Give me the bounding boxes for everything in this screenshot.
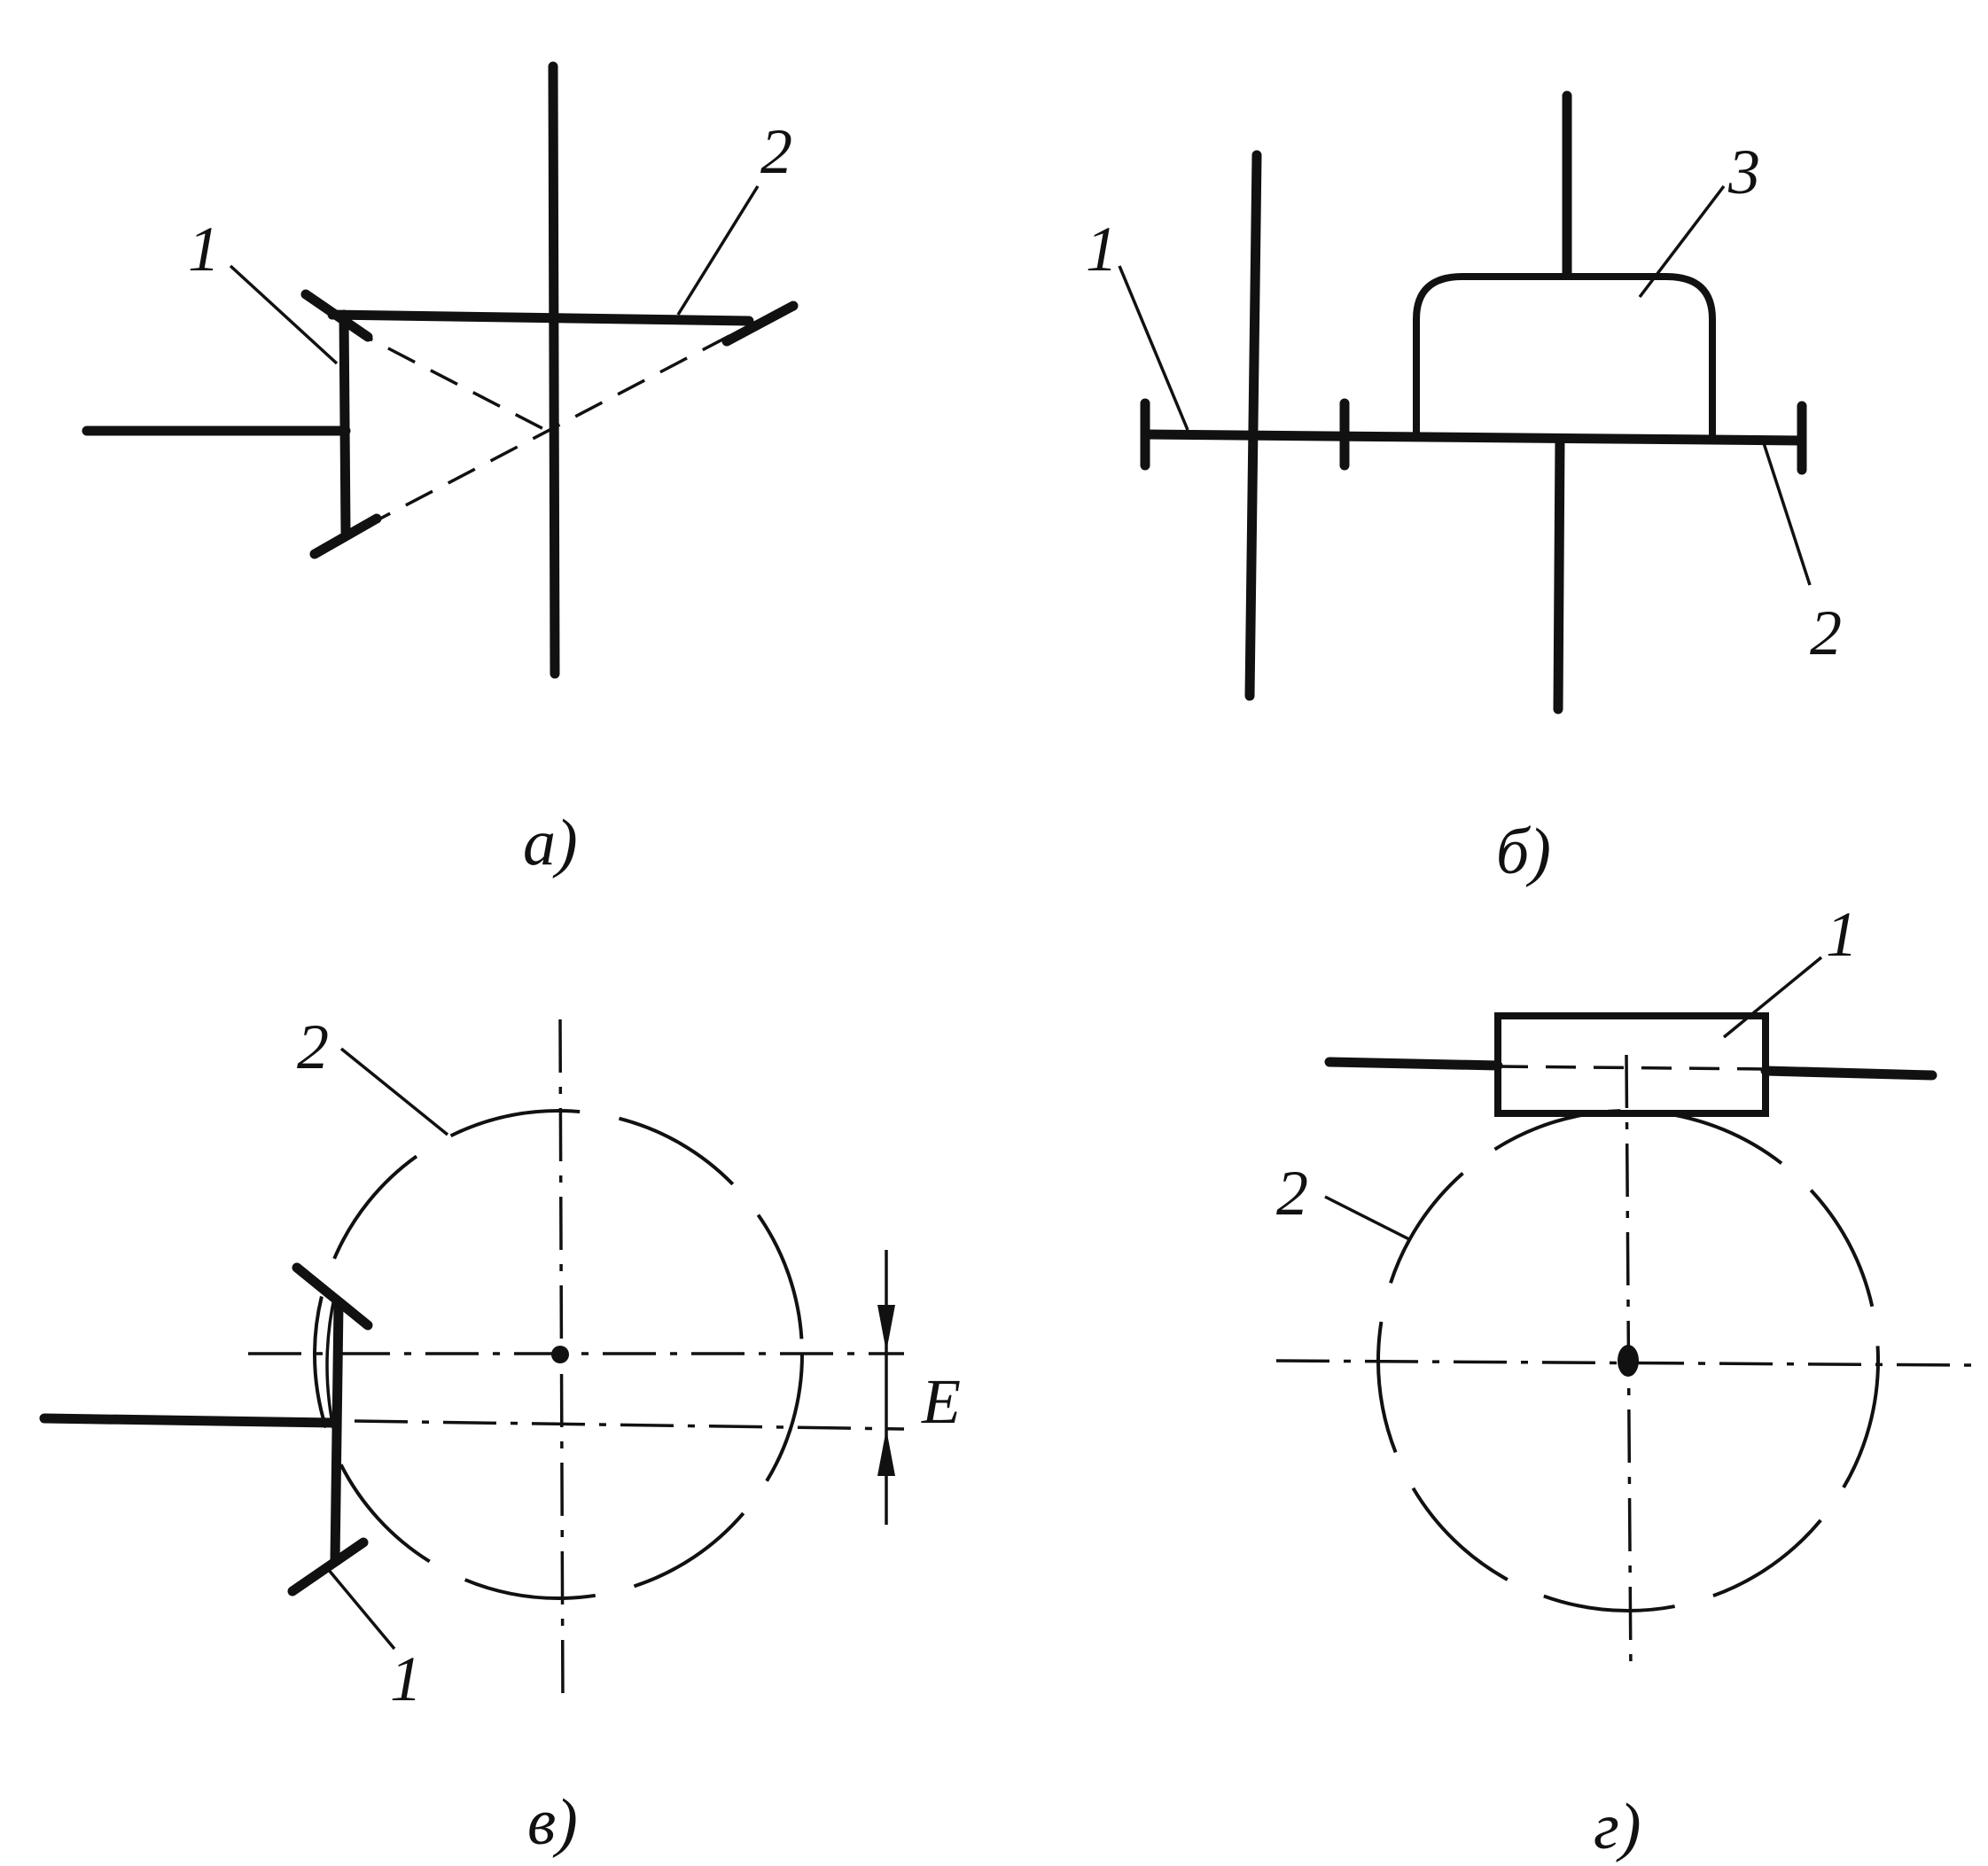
panel-g-caption: г) <box>1594 1791 1641 1863</box>
panel-b-callout-1: 1 <box>1086 214 1118 285</box>
panel-b: 1 2 3 б) <box>1086 90 1842 888</box>
panel-a-caption: а) <box>523 807 578 879</box>
panel-a-left-vertical <box>339 309 351 537</box>
panel-g-leader-1 <box>1722 956 1823 1039</box>
panel-v-center-point <box>551 1346 569 1363</box>
panel-a: 1 2 а) <box>82 61 799 879</box>
panel-b-leader-3 <box>1638 184 1726 299</box>
panel-g-shaft-right <box>1760 1066 1937 1081</box>
panel-v-callout-2: 2 <box>297 1011 329 1082</box>
panel-v: 1 2 E в) <box>39 1011 961 1859</box>
panel-v-rim-curve <box>325 1293 337 1437</box>
panel-v-callout-1: 1 <box>390 1643 422 1714</box>
panel-b-left-vertical-shaft <box>1244 150 1262 701</box>
panel-g-rack-1 <box>1494 1012 1769 1117</box>
panel-b-callout-2: 2 <box>1810 597 1842 668</box>
panel-v-input-shaft <box>39 1413 338 1428</box>
panel-v-dimension-arrow-up <box>877 1429 895 1476</box>
panel-a-callout-1: 1 <box>188 214 220 285</box>
panel-v-dimension-arrow-down <box>877 1305 895 1352</box>
panel-b-right-vertical-shaft-lower <box>1553 433 1565 714</box>
panel-a-callout-2: 2 <box>760 116 792 187</box>
panel-v-vertical-center-line <box>558 1019 565 1703</box>
panel-g: 1 2 г) <box>1275 899 1973 1863</box>
panel-b-horizontal-shaft <box>1140 429 1807 446</box>
panel-v-leader-1 <box>326 1567 396 1651</box>
panel-v-offset-axis-line <box>354 1419 905 1431</box>
panel-a-leader-1 <box>229 264 339 365</box>
panel-b-leader-2 <box>1762 442 1812 586</box>
panel-v-leader-2 <box>339 1047 449 1136</box>
panel-b-housing-3 <box>1413 273 1716 438</box>
panel-g-center-point <box>1618 1345 1639 1377</box>
panel-v-caption: в) <box>527 1786 578 1859</box>
panel-a-top-left-tick <box>300 289 373 342</box>
panel-a-leader-2 <box>676 185 760 316</box>
panel-a-right-tick <box>721 301 799 347</box>
panel-v-top-tick <box>292 1262 373 1331</box>
panel-v-wheel-rim <box>330 1300 344 1565</box>
panel-b-caption: б) <box>1496 816 1551 888</box>
panel-b-leader-1 <box>1118 265 1189 431</box>
panel-g-rack-center-dashed <box>1497 1065 1766 1071</box>
panel-v-dimension-label: E <box>921 1366 961 1437</box>
panel-g-shaft-left <box>1324 1057 1503 1071</box>
panel-b-callout-3: 3 <box>1727 137 1760 207</box>
panel-g-leader-2 <box>1324 1195 1410 1241</box>
panel-g-callout-1: 1 <box>1826 899 1858 970</box>
panel-v-bottom-tick <box>287 1537 369 1597</box>
panel-g-callout-2: 2 <box>1276 1158 1308 1229</box>
panel-a-dashed-line-upper <box>345 324 555 436</box>
panel-a-vertical-shaft <box>548 61 560 679</box>
panel-a-top-rod <box>327 309 754 326</box>
panel-a-dashed-line-lower <box>363 326 745 529</box>
panel-g-horizontal-center-line <box>1275 1359 1973 1367</box>
